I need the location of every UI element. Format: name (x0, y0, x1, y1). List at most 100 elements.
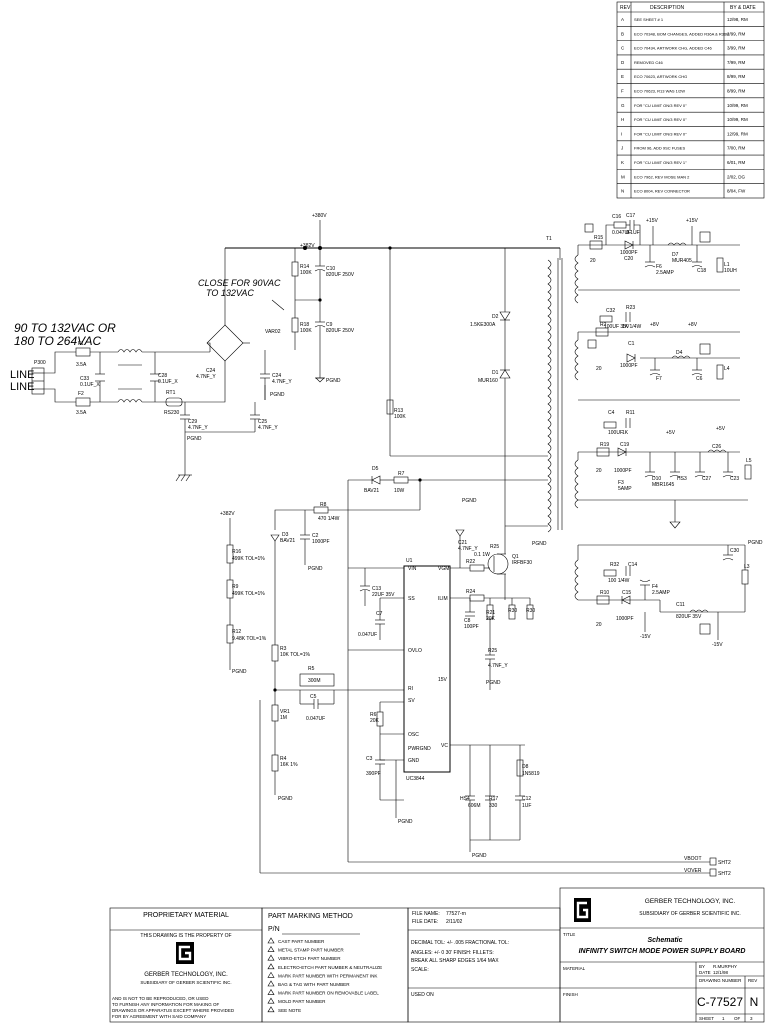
marking-triangle-icon (267, 980, 275, 987)
c24-val: 4.7NF_Y (272, 379, 292, 385)
diode-d8 (455, 529, 465, 537)
d2-ref: D2 (492, 314, 499, 320)
ic-pin-vgm: VGM (438, 566, 449, 572)
r8-val: 470 1/4W (318, 516, 340, 522)
marking-triangle-icon (267, 971, 275, 978)
d4-val: 1000PF (620, 363, 638, 369)
l3-val: 820UF 35V (676, 614, 702, 620)
sheet-number: 1 (722, 1016, 725, 1021)
c9-val: 820UF 250V (326, 328, 355, 334)
f1-val: 3.5A (76, 362, 87, 368)
sheet-total: 3 (750, 1016, 753, 1021)
c13-ref: C13 (372, 586, 381, 592)
q1-ref: R25 (490, 544, 499, 550)
revision-rev: E (621, 74, 624, 79)
r18-ref: R18 (300, 322, 309, 328)
r6-ref: R6 (370, 712, 377, 718)
diode-d10 (617, 447, 627, 457)
pgnd-divider: PGND (232, 669, 247, 675)
r21-val: 20K (486, 616, 496, 622)
finish-label: FINISH (563, 992, 578, 997)
ic-pin-15v: 15V (438, 677, 448, 683)
sheet-label: SHEET (699, 1016, 714, 1021)
c33-ref: C33 (80, 376, 89, 382)
c8-val: 100PF (464, 624, 479, 630)
marking-triangle-icon (267, 1006, 275, 1013)
ic-pin-ss: SS (408, 596, 415, 602)
d9-val: 4.7NF_Y (196, 374, 216, 380)
r25-ref: R30 (526, 608, 535, 614)
r2-val: 100UF 35V (604, 324, 630, 330)
r23-ref: L1 (724, 262, 730, 268)
title-block: GERBER TECHNOLOGY, INC. SUBSIDIARY OF GE… (559, 887, 765, 1023)
d10-val: 1000PF (614, 468, 632, 474)
tolerance-line-2: ANGLES: +/- 0 30' FINISH: FILLETS: (411, 950, 494, 956)
f4-val: 20 (596, 622, 602, 628)
r21-ref: R21 (486, 610, 495, 616)
c27-ref: D10 (652, 476, 661, 482)
out-neg15v-b: -15V (712, 642, 723, 648)
rail-382-left: +382V (220, 511, 235, 517)
r5-val: 300M (308, 678, 321, 684)
vover-label: VOVER (684, 868, 702, 874)
d4-ref: C1 (628, 341, 635, 347)
revision-by-date: 10/99, RM (727, 103, 748, 108)
r16-ref: R16 (232, 549, 241, 555)
file-date-label: FILE DATE: (412, 919, 438, 925)
tolerance-line-3: BREAK ALL SHARP EDGES 1/64 MAX (411, 958, 499, 964)
r7-ref: R7 (398, 471, 405, 477)
c4-ref: C6 (696, 376, 703, 382)
revision-description: ECO 8004, REV CONNECTOR (634, 189, 690, 194)
c28-ref: C28 (158, 373, 167, 379)
p300-ref: P300 (34, 360, 46, 366)
r12-ref: R12 (232, 629, 241, 635)
f7-ref: R2 (600, 322, 607, 328)
ic-pin-sv: SV (408, 698, 415, 704)
revision-rev: A (621, 17, 624, 22)
r4-val: 16K 1% (280, 762, 298, 768)
tolerance-line-1: DECIMAL TOL: +/- .005 FRACTIONAL TOL: (411, 940, 509, 946)
revision-rev: G (621, 103, 625, 108)
c11-ref: F4 (652, 584, 658, 590)
out-5v-a: +5V (666, 430, 676, 436)
sht2-vover: SHT2 (718, 871, 731, 877)
secondary-5v (574, 459, 579, 509)
r14-ref: R14 (300, 264, 309, 270)
r20-ref: L3 (744, 564, 750, 570)
c15-ref: C14 (628, 562, 637, 568)
d3-val: BAV21 (280, 538, 295, 544)
revision-description: ECO 70348, BOM CHANGES, ADDED R36A & R36… (634, 31, 729, 36)
marking-triangle-icon (267, 963, 275, 970)
diode-d3 (270, 534, 280, 542)
c28-val: 0.1UF_X (158, 379, 178, 385)
property-line: THIS DRAWING IS THE PROPERTY OF (140, 933, 231, 939)
hs3-ref: F3 (618, 480, 624, 486)
out-neg15v-a: -15V (640, 634, 651, 640)
of-label: OF (734, 1016, 741, 1021)
marking-title: PART MARKING METHOD (268, 913, 353, 920)
f1-ref: F1 (78, 341, 84, 347)
revision-by-date: 12/98, RM (727, 17, 748, 22)
marking-method: MOLD PART NUMBER (278, 999, 326, 1004)
var02-ref: VAR02 (265, 329, 281, 335)
marking-triangle-icon (267, 989, 275, 995)
c13-val: 22UF 35V (372, 592, 395, 598)
r30-ref: R30 (508, 608, 517, 614)
revision-by-date: 8/04, FW (727, 189, 746, 194)
file-name-label: FILE NAME: (412, 911, 440, 917)
controller-section: +382V R16 499K TOL=1% R9 499K TOL=1% R12… (220, 511, 731, 877)
drawing-number-label: DRAWING NUMBER (699, 978, 742, 983)
r15-val: 0.047UF (612, 230, 631, 236)
revision-rev: K (621, 160, 624, 165)
r23-val: 10UH (724, 268, 737, 274)
marking-triangle-icon (267, 937, 275, 944)
d9-ref: C24 (206, 368, 215, 374)
c7-ref: C7 (376, 611, 383, 617)
c21-ref: R25 (488, 648, 497, 654)
c5-val: 0.047UF (306, 716, 325, 722)
controller-ic-u1 (403, 565, 451, 773)
revision-description: FOR "CU LIMIT ON/3 REV 0" (634, 131, 687, 136)
revision-by-date: 7/99, RM (727, 60, 746, 65)
